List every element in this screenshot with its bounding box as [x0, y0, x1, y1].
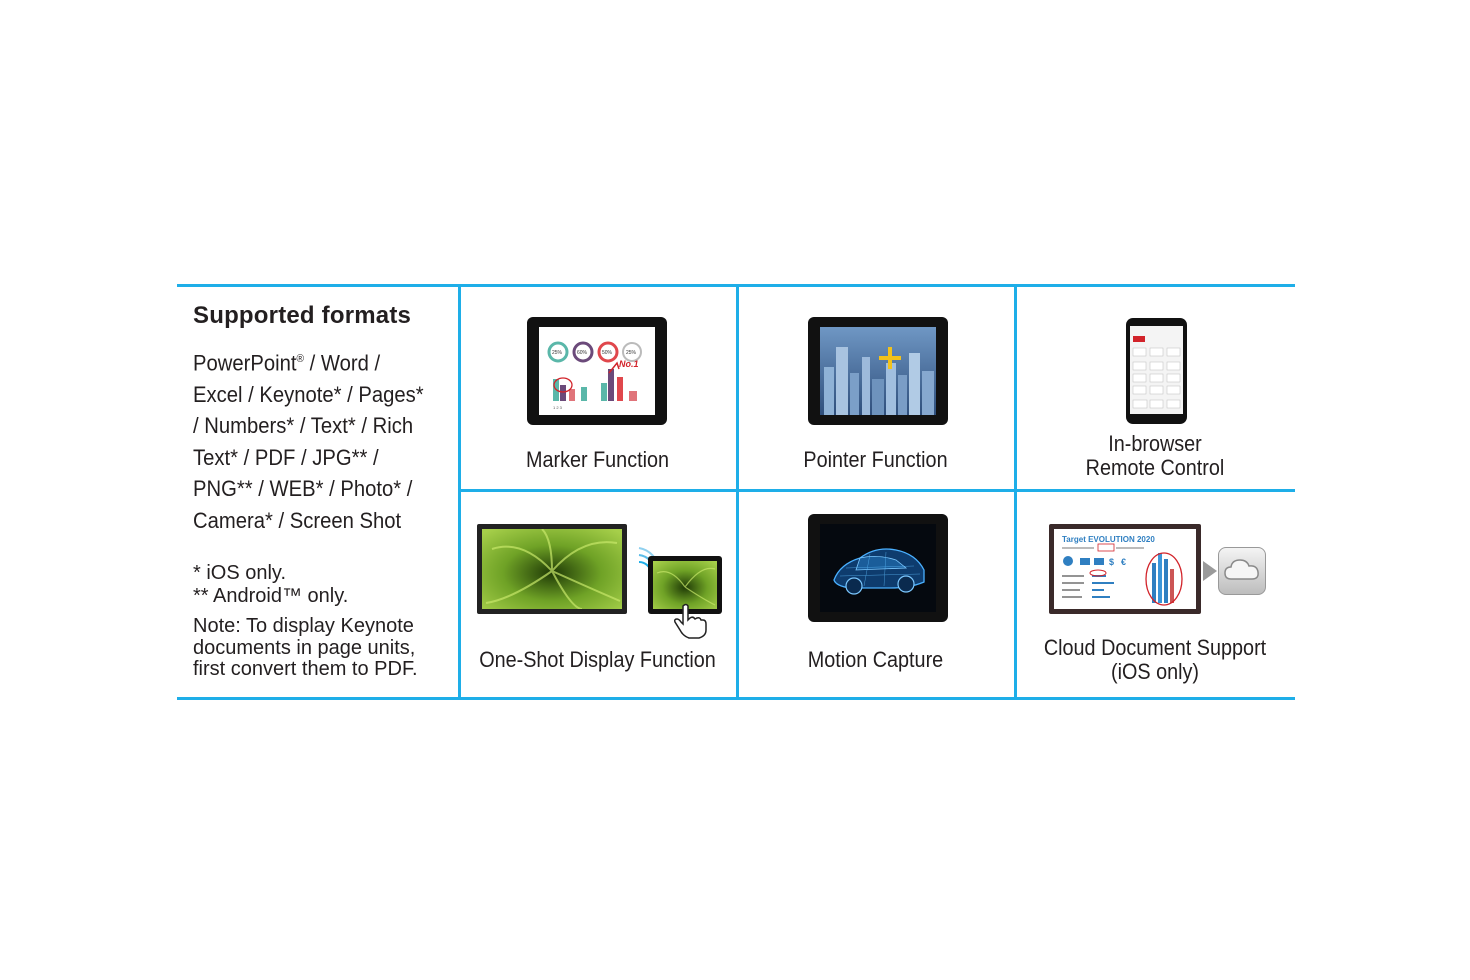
registered-mark: ®: [296, 353, 304, 365]
svg-text:$: $: [1109, 557, 1114, 567]
hand-tap-icon: [674, 603, 707, 639]
note-ios: * iOS only.: [193, 562, 286, 584]
pointer-tablet-icon: [808, 317, 948, 425]
svg-text:Target EVOLUTION 2020: Target EVOLUTION 2020: [1062, 535, 1155, 544]
formats-heading: Supported formats: [193, 302, 412, 329]
svg-text:25%: 25%: [626, 350, 637, 356]
remote-screen: [1130, 326, 1183, 414]
cloud-icon: [1218, 547, 1266, 595]
svg-text:25%: 25%: [552, 350, 563, 356]
marker-tablet-icon: 25% 60% 50% 25% No.1 1 2 3: [527, 317, 667, 425]
oneshot-display-icon: [477, 524, 627, 614]
formats-list: PowerPoint® / Word / Excel / Keynote* / …: [193, 350, 424, 533]
format-notes: * iOS only. ** Android™ only. Note: To d…: [193, 562, 463, 681]
features-panel: Supported formats PowerPoint® / Word / E…: [177, 284, 1295, 700]
label-motion-capture: Motion Capture: [807, 647, 944, 672]
label-cloud-document: Cloud Document Support (iOS only): [1043, 635, 1267, 684]
divider-1: [458, 284, 461, 700]
arrow-right-icon: [1203, 561, 1217, 581]
remote-phone-icon: [1126, 318, 1187, 424]
svg-text:1 2 3: 1 2 3: [553, 405, 563, 410]
label-pointer-function: Pointer Function: [803, 447, 948, 472]
pointer-screen: [820, 327, 936, 415]
label-marker-function: Marker Function: [525, 447, 670, 472]
label-oneshot-display: One-Shot Display Function: [479, 647, 716, 672]
note-android: ** Android™ only.: [193, 585, 349, 607]
supported-formats: Supported formats PowerPoint® / Word / E…: [193, 302, 461, 536]
note-keynote: Note: To display Keynote documents in pa…: [193, 615, 418, 680]
motion-tablet-icon: [808, 514, 948, 622]
divider-3: [1014, 284, 1017, 700]
svg-text:€: €: [1121, 557, 1126, 567]
row-divider: [458, 489, 1295, 492]
svg-text:50%: 50%: [602, 350, 613, 356]
oneshot-tablet-icon: [648, 556, 722, 614]
svg-text:No.1: No.1: [619, 359, 639, 369]
motion-screen: [820, 524, 936, 612]
marker-screen: 25% 60% 50% 25% No.1 1 2 3: [539, 327, 655, 415]
cloud-document-display-icon: Target EVOLUTION 2020 $ €: [1049, 524, 1201, 614]
label-remote-control: In-browser Remote Control: [1085, 431, 1225, 480]
divider-2: [736, 284, 739, 700]
svg-text:60%: 60%: [577, 350, 588, 356]
